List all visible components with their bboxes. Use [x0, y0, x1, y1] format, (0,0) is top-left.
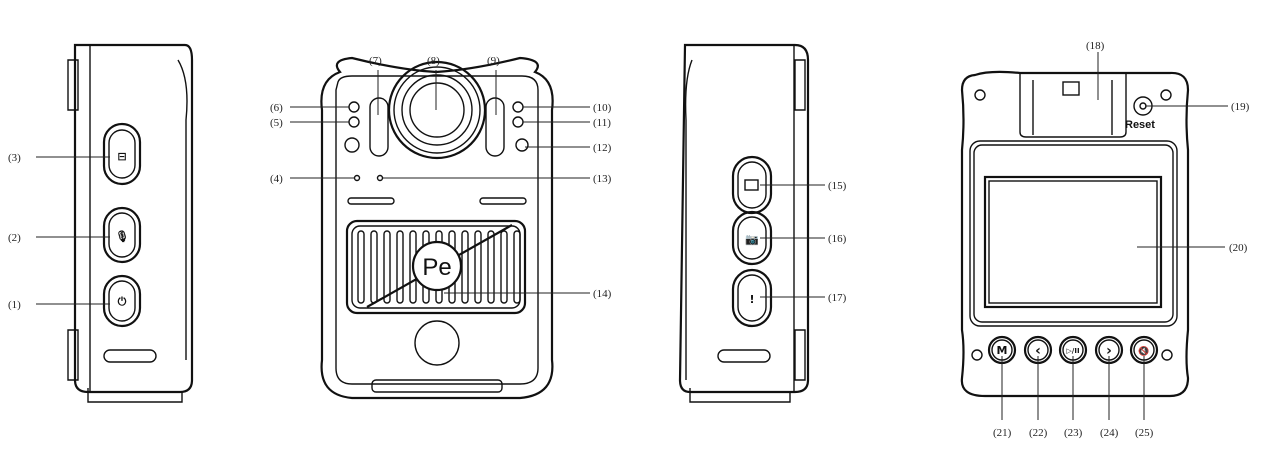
logo: Pe [422, 254, 451, 281]
front-view: Pe (7) (8) (9) (6) (5) (4) (10) (11) (12… [270, 55, 612, 400]
mute-icon: 🔇 [1138, 345, 1149, 357]
grille-slot [461, 230, 469, 304]
ptt-icon: ⊟ [117, 150, 126, 163]
callout-14: (14) [593, 288, 612, 300]
clip [1019, 74, 1127, 138]
callout-6: (6) [270, 102, 283, 114]
left-side-view: ⊟ 🎙 ⏻ (3) (2) (1) [8, 43, 194, 403]
grille-slot [396, 230, 404, 304]
callout-19: (19) [1231, 101, 1250, 113]
ir-light-left [369, 97, 389, 157]
callout-24: (24) [1100, 427, 1119, 439]
previous-icon: ‹ [1035, 343, 1041, 359]
microphone-button[interactable]: 🎙 [102, 206, 142, 264]
callout-20: (20) [1229, 242, 1248, 254]
speaker-grille: Pe [345, 219, 527, 315]
callout-21: (21) [993, 427, 1012, 439]
grille-slot [370, 230, 378, 304]
grille-slot [513, 230, 521, 304]
back-view: Reset M ‹ ▷/II › 🔇 (18) (19) (20) [960, 40, 1250, 439]
ir-light-right [485, 97, 505, 157]
power-button[interactable]: ⏻ [102, 274, 142, 328]
callout-2: (2) [8, 232, 21, 244]
camera-icon: 📷 [745, 233, 759, 246]
play-pause-icon: ▷/II [1066, 347, 1079, 355]
callout-12: (12) [593, 142, 612, 154]
grille-slot [357, 230, 365, 304]
callout-18: (18) [1086, 40, 1105, 52]
reset-label: Reset [1125, 119, 1155, 131]
callout-9: (9) [487, 55, 500, 67]
lens [387, 60, 487, 160]
grille-slot [474, 230, 482, 304]
next-icon: › [1106, 343, 1112, 359]
right-side-view: 📷 ! (15) (16) (17) [678, 43, 847, 403]
grille-slot [487, 230, 495, 304]
callout-16: (16) [828, 233, 847, 245]
callout-23: (23) [1064, 427, 1083, 439]
callout-13: (13) [593, 173, 612, 185]
callout-3: (3) [8, 152, 21, 164]
microphone-icon: 🎙 [115, 230, 129, 243]
grille-slot [500, 230, 508, 304]
callout-25: (25) [1135, 427, 1154, 439]
display-screen [983, 175, 1163, 309]
menu-m-icon: M [997, 344, 1008, 357]
grille-slot [383, 230, 391, 304]
callout-7: (7) [369, 55, 382, 67]
power-icon: ⏻ [118, 295, 127, 308]
callout-8: (8) [427, 55, 440, 67]
callout-10: (10) [593, 102, 612, 114]
callout-15: (15) [828, 180, 847, 192]
alert-icon: ! [749, 293, 754, 306]
callout-11: (11) [593, 117, 611, 129]
callout-5: (5) [270, 117, 283, 129]
callout-4: (4) [270, 173, 283, 185]
callout-1: (1) [8, 299, 21, 311]
alert-button[interactable]: ! [731, 268, 773, 328]
callout-17: (17) [828, 292, 847, 304]
callout-22: (22) [1029, 427, 1048, 439]
video-icon [744, 179, 759, 191]
ptt-button[interactable]: ⊟ [102, 122, 142, 186]
